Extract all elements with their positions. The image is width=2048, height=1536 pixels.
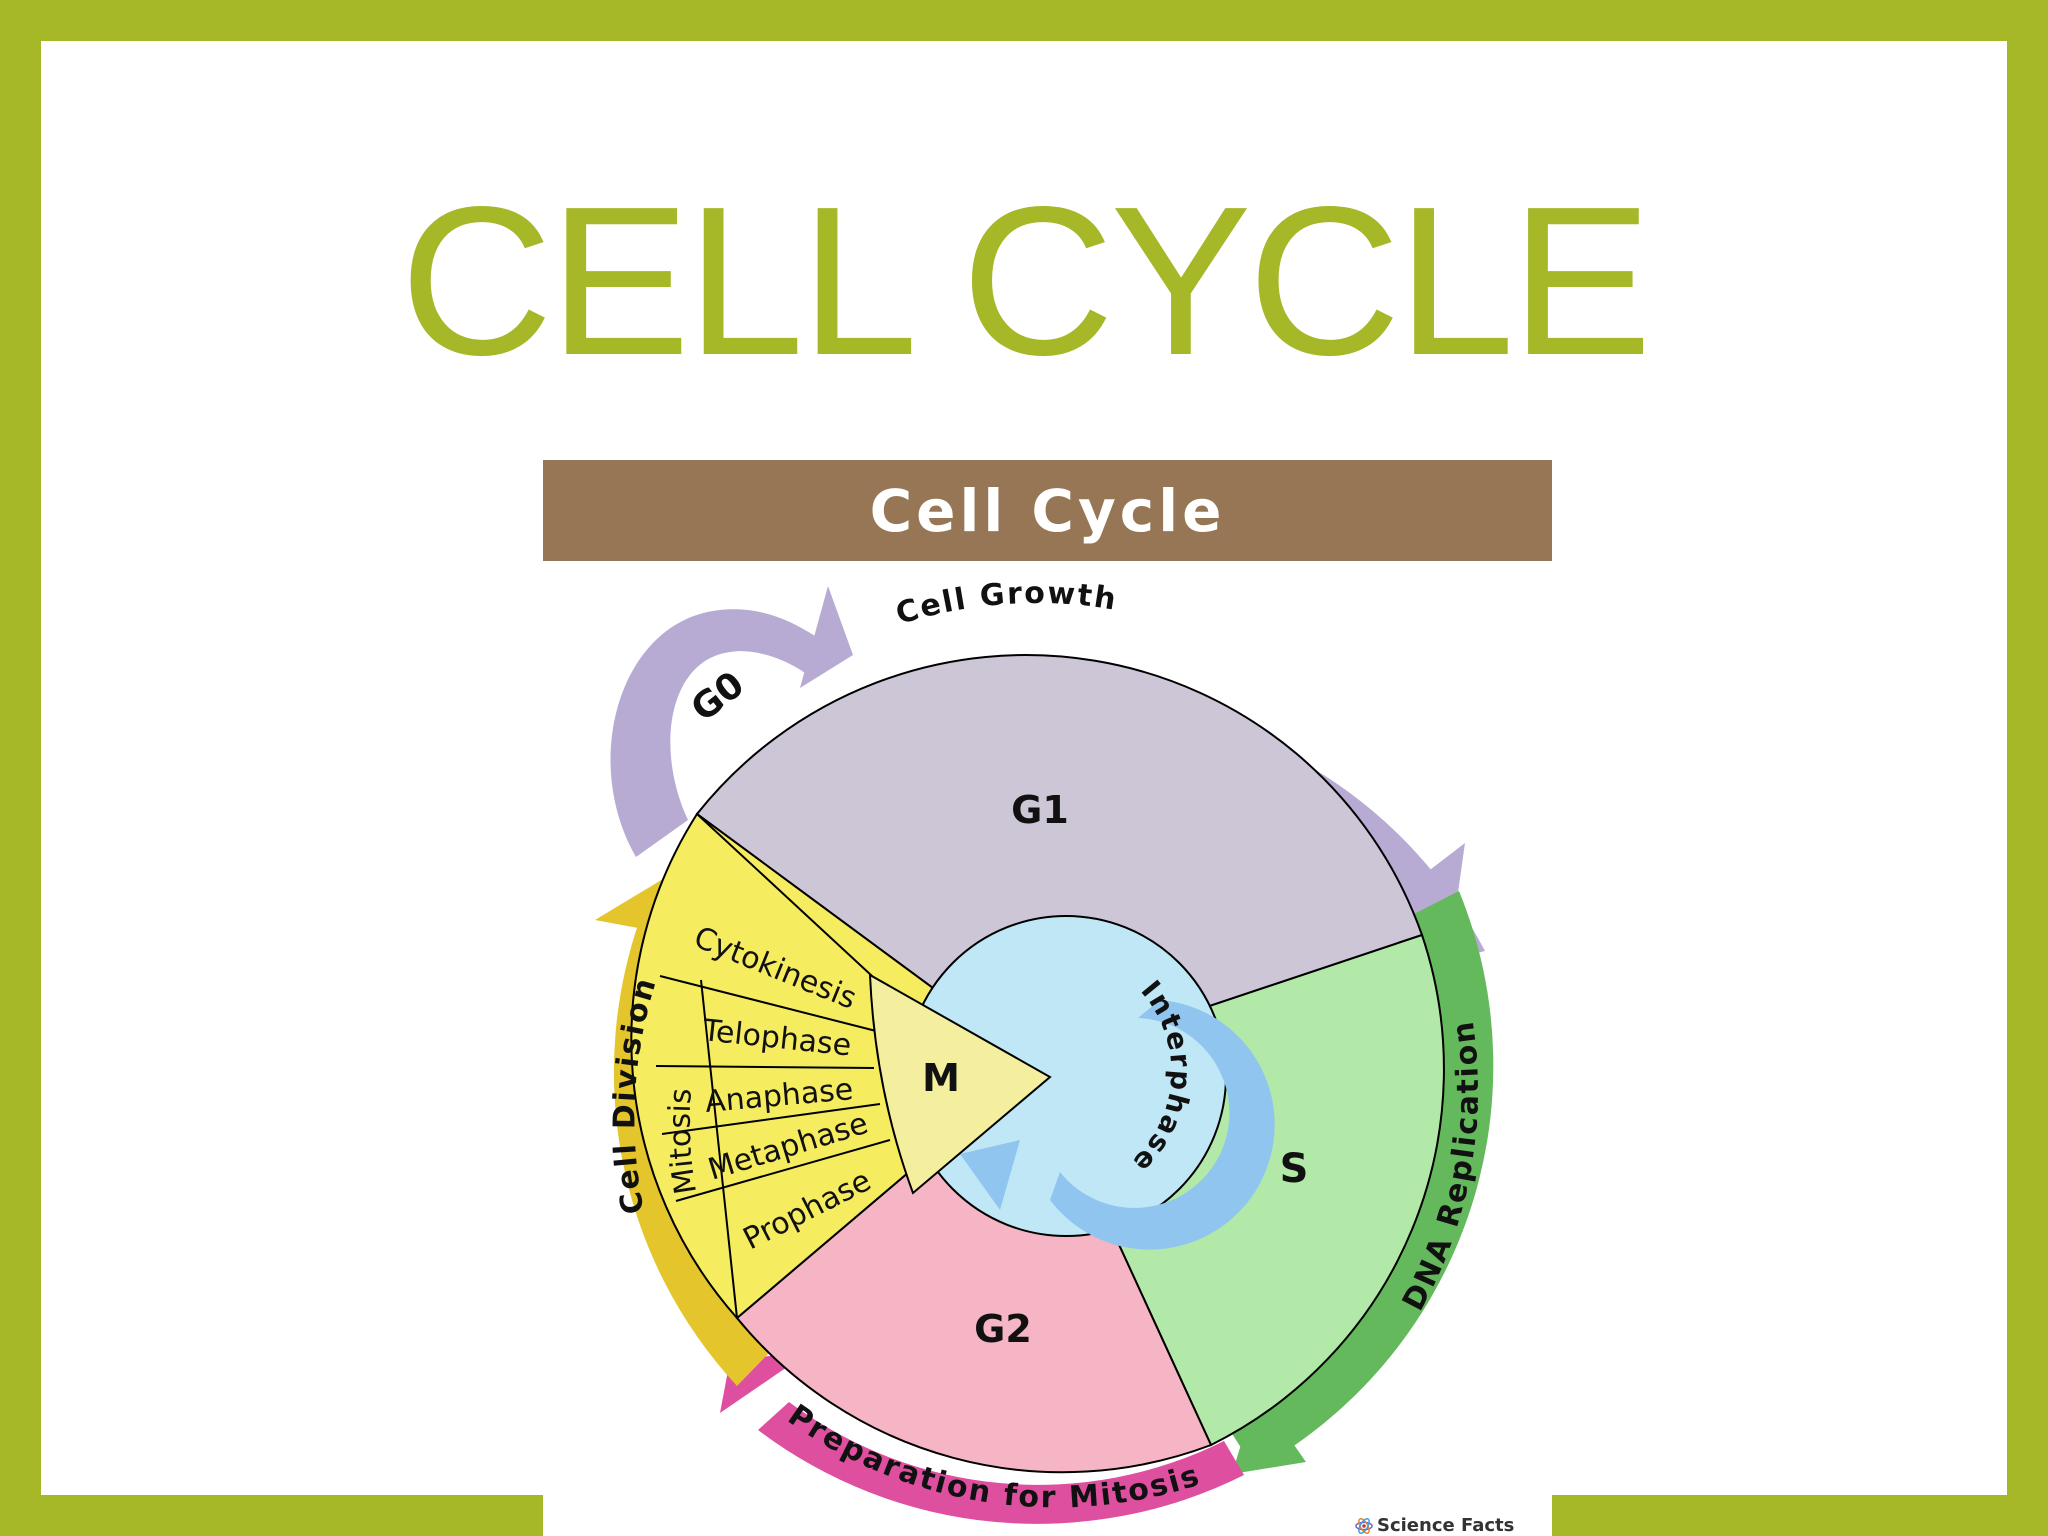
g0-loop-arrow	[610, 609, 815, 857]
source-credit: Science Facts	[1355, 1517, 1515, 1536]
diagram-banner-title: Cell Cycle	[869, 476, 1226, 545]
g2-sector	[735, 1062, 1213, 1474]
g0-label: G0	[684, 664, 752, 730]
interphase-arrowhead	[960, 1140, 1020, 1210]
atom-icon	[1355, 1518, 1373, 1534]
m-label: M	[922, 1056, 960, 1100]
slide-title: CELL CYCLE	[399, 162, 1652, 399]
interphase-arrow	[1050, 1000, 1275, 1250]
mitosis-label: Mitosis	[663, 1087, 704, 1196]
cell-cycle-diagram: G1 S G2 M G0 Cytokinesis Telophase Anaph…	[586, 576, 1494, 1524]
g0-arrowhead	[800, 586, 853, 688]
s-label: S	[1280, 1146, 1309, 1192]
dna-replication-arrow	[1231, 891, 1494, 1470]
g2-label: G2	[974, 1307, 1032, 1351]
g1-label: G1	[1011, 788, 1069, 832]
preparation-arrow	[758, 1402, 1244, 1524]
diagram-banner: Cell Cycle	[543, 460, 1552, 561]
mitosis-sector	[630, 812, 1038, 1320]
credit-text: Science Facts	[1377, 1517, 1515, 1536]
m-triangle	[868, 973, 1052, 1195]
center-inner	[936, 946, 1196, 1206]
dna-replication-arrowhead	[1232, 1392, 1306, 1474]
g1-sector	[695, 654, 1424, 1066]
